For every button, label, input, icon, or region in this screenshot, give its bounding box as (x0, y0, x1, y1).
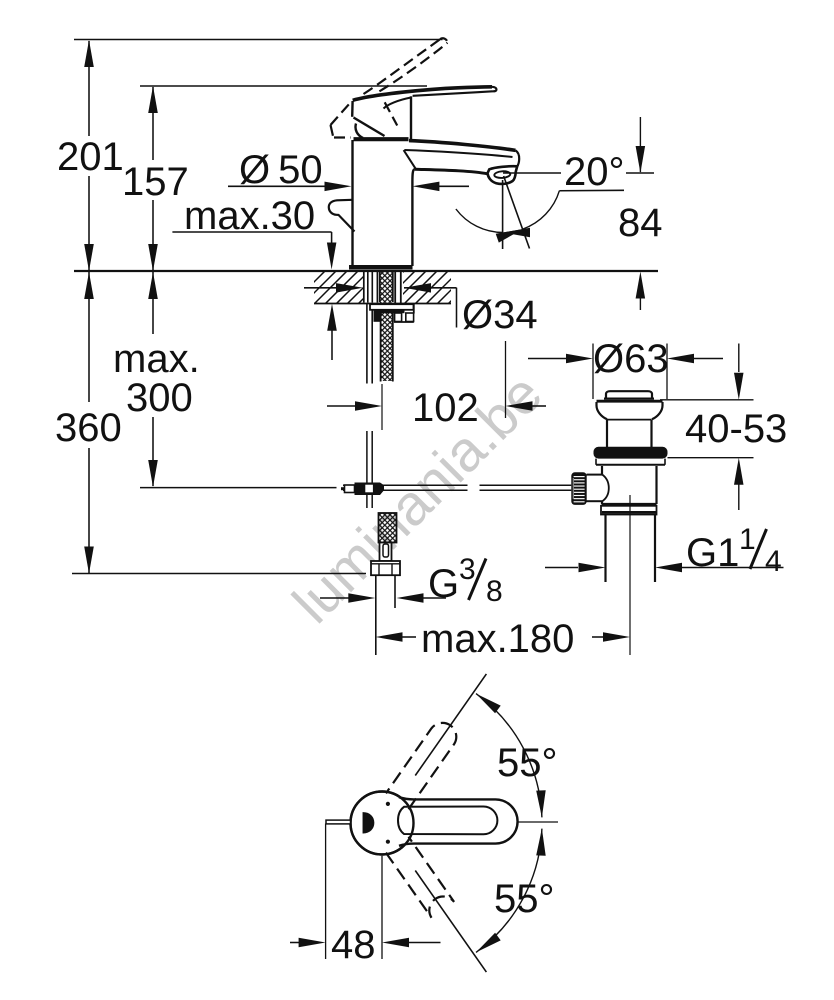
svg-text:360: 360 (55, 406, 122, 450)
svg-text:201: 201 (57, 135, 124, 179)
svg-text:4: 4 (765, 545, 782, 578)
svg-text:Ø 50: Ø 50 (239, 148, 323, 192)
svg-text:1: 1 (739, 523, 756, 556)
svg-text:84: 84 (618, 201, 663, 245)
svg-text:48: 48 (331, 923, 376, 967)
svg-text:300: 300 (126, 376, 193, 420)
svg-text:3: 3 (459, 553, 476, 586)
svg-text:max.180: max.180 (421, 617, 574, 661)
svg-text:55°: 55° (497, 741, 558, 785)
svg-text:Ø34: Ø34 (462, 293, 538, 337)
svg-text:G1: G1 (686, 531, 739, 575)
svg-text:G: G (428, 562, 459, 606)
svg-text:max.30: max.30 (184, 194, 315, 238)
svg-text:157: 157 (122, 160, 189, 204)
svg-text:55°: 55° (494, 877, 555, 921)
svg-text:8: 8 (486, 575, 503, 608)
svg-text:40-53: 40-53 (685, 407, 787, 451)
svg-text:max.: max. (113, 337, 200, 381)
svg-text:Ø63: Ø63 (593, 337, 669, 381)
svg-text:102: 102 (412, 386, 479, 430)
svg-text:20°: 20° (564, 150, 625, 194)
